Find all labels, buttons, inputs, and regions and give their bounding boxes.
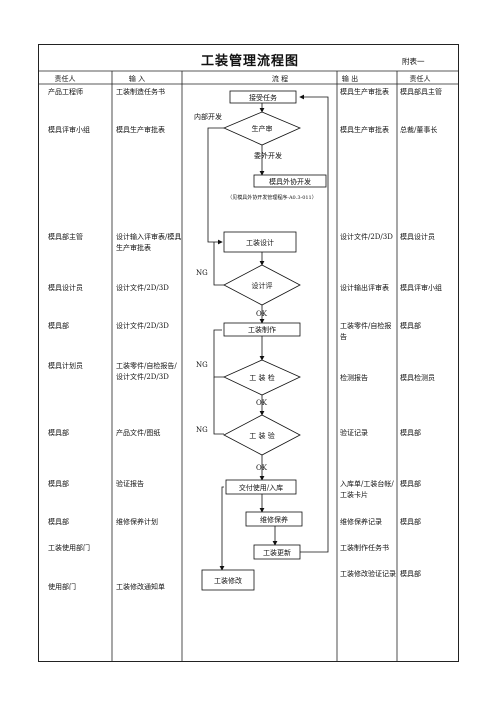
label-tool-update: 工装更新 — [263, 548, 291, 557]
row-resp-3: 模具部主管 — [48, 233, 83, 241]
row-input-8: 验证报告 — [116, 480, 144, 488]
label-tool-making: 工装制作 — [248, 325, 276, 334]
node-tool-update — [253, 544, 301, 560]
node-validation — [223, 414, 301, 456]
arrow-ng-validation — [213, 377, 224, 435]
row-output-3: 设计文件/2D/3D — [340, 233, 393, 241]
row-resp-11: 使用部门 — [48, 583, 76, 591]
row-output-7: 验证记录 — [340, 429, 368, 437]
row-resp2-11: 模具部 — [400, 570, 421, 578]
row-resp2-5: 模具部 — [400, 322, 421, 330]
row-output-1: 模具生产审批表 — [340, 88, 389, 96]
header-process: 流 程 — [271, 75, 289, 83]
row-resp2-2: 总裁/董事长 — [400, 126, 438, 134]
row-input-6: 工装零件/自检报告/设计文件/2D/3D — [116, 362, 177, 381]
header-input: 输 入 — [128, 75, 146, 83]
node-design-review — [223, 264, 301, 306]
row-input-1: 工装制造任务书 — [116, 88, 165, 96]
node-delivery — [225, 479, 297, 495]
row-input-7: 产品文件/图纸 — [116, 429, 161, 437]
row-output-4: 设计输出评审表 — [340, 284, 389, 292]
node-tool-design — [223, 231, 297, 253]
label-design-review: 设计评 — [252, 281, 273, 290]
arrow-update-to-task — [299, 94, 329, 553]
label-tool-design: 工装设计 — [246, 238, 274, 247]
node-tool-modify — [201, 569, 255, 591]
label-ok-2: OK — [256, 399, 268, 407]
label-ng-3: NG — [196, 426, 208, 434]
page-title: 工装管理流程图 — [200, 54, 299, 69]
node-mold-outsourcing — [253, 174, 327, 188]
row-resp-4: 模具设计员 — [48, 284, 83, 292]
label-production-review: 生产审 — [252, 124, 273, 133]
row-output-8: 入库单/工装台帐/工装卡片 — [340, 480, 394, 499]
arrow-internal-dev — [207, 127, 224, 245]
arrow-ng-design — [213, 242, 224, 286]
row-output-9: 维修保养记录 — [340, 518, 382, 526]
row-resp2-1: 模具部具主管 — [400, 88, 442, 96]
node-tool-making — [223, 322, 301, 337]
row-input-11: 工装修改通知单 — [116, 583, 165, 591]
row-resp-9: 模具部 — [48, 518, 69, 526]
row-output-11: 工装修改验证记录 — [340, 570, 396, 578]
row-output-5: 工装零件/自检报告 — [340, 322, 392, 341]
row-input-3: 设计输入评审表/模具生产审批表 — [116, 233, 182, 252]
row-input-9: 维修保养计划 — [116, 518, 158, 526]
row-output-2: 模具生产审批表 — [340, 126, 389, 134]
row-resp-5: 模具部 — [48, 322, 69, 330]
header-responsible-2: 责任人 — [409, 75, 431, 83]
row-resp2-6: 模具检测员 — [400, 374, 435, 382]
label-mold-outsourcing: 模具外协开发 — [269, 177, 311, 186]
label-maintenance: 维修保养 — [260, 515, 288, 524]
row-input-5: 设计文件/2D/3D — [116, 322, 169, 330]
label-ng-1: NG — [196, 269, 208, 277]
row-resp-1: 产品工程师 — [48, 88, 83, 96]
row-resp2-4: 模具评审小组 — [400, 284, 442, 292]
label-internal-dev: 内部开发 — [194, 112, 222, 121]
label-ng-2: NG — [196, 361, 208, 369]
row-resp-2: 模具评审小组 — [48, 126, 90, 134]
label-outsourcing-note: （见模具外协开发管理程序-A0.3-011） — [227, 194, 317, 201]
node-inspection — [223, 359, 301, 396]
row-resp2-8: 模具部 — [400, 480, 421, 488]
label-ok-1: OK — [256, 310, 268, 318]
row-resp-7: 模具部 — [48, 429, 69, 437]
node-accept-task — [229, 90, 297, 104]
node-production-review — [222, 111, 302, 146]
row-resp2-3: 模具设计员 — [400, 233, 435, 241]
row-resp-6: 模具计划员 — [48, 362, 83, 370]
arrow-ng-inspection — [213, 329, 224, 378]
row-resp2-7: 模具部 — [400, 429, 421, 437]
row-input-4: 设计文件/2D/3D — [116, 284, 169, 292]
label-accept-task: 接受任务 — [249, 93, 277, 102]
label-external-dev: 委外开发 — [254, 151, 282, 160]
row-resp-8: 模具部 — [48, 480, 69, 488]
row-output-6: 检测报告 — [340, 374, 368, 382]
label-validation: 工 装 验 — [249, 431, 274, 440]
row-resp2-9: 模具部 — [400, 518, 421, 526]
row-resp-10: 工装使用部门 — [48, 544, 90, 552]
table-frame — [38, 44, 459, 662]
row-input-2: 模具生产审批表 — [116, 126, 165, 134]
arrow-to-modify — [219, 486, 225, 571]
header-responsible: 责任人 — [54, 75, 76, 83]
attachment-label: 附表一 — [402, 57, 425, 66]
label-ok-3: OK — [256, 464, 268, 472]
row-output-10: 工装制作任务书 — [340, 544, 389, 552]
header-output: 输 出 — [341, 75, 359, 83]
node-maintenance — [245, 511, 303, 527]
label-delivery: 交付使用/入库 — [239, 483, 283, 492]
label-inspection: 工 装 检 — [249, 373, 274, 382]
label-tool-modify: 工装修改 — [214, 576, 242, 585]
